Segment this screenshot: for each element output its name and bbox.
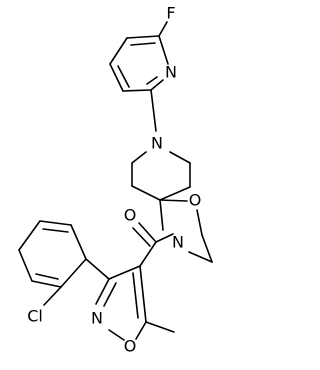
carbonyl-oxygen-label: O (124, 206, 137, 225)
bond (109, 37, 128, 65)
bond-c-cl (43, 286, 62, 306)
bond-double-inner (42, 228, 69, 233)
piperidine-nitrogen-label: N (151, 134, 163, 153)
carbonyl-group (132, 222, 174, 267)
bond-double-inner (146, 76, 158, 85)
bond-n-c (158, 35, 169, 65)
bond (122, 89, 152, 92)
isoxazole-oxygen-label: O (124, 337, 137, 356)
molecule-structure: F N N O N O Cl N O (18, 3, 213, 356)
bond-c3-n-double (103, 282, 117, 307)
bond (126, 35, 160, 39)
isoxazole-ring (95, 265, 175, 341)
bond (131, 185, 161, 201)
isoxazole-nitrogen-label: N (91, 309, 103, 328)
bond-isoxazole-phenyl (85, 258, 110, 280)
bond (18, 249, 33, 282)
bond-pyridine-piperidine (150, 89, 157, 132)
bond (31, 280, 62, 288)
bond-carbonyl-isoxazole (139, 241, 157, 267)
bond-spiro-o (159, 199, 188, 202)
bond (60, 258, 87, 288)
oxazolidine-nitrogen-label: N (172, 233, 184, 252)
bond-double-inner (35, 273, 59, 280)
fluoropyridine-ring (109, 21, 169, 92)
bond (131, 151, 147, 164)
bond-methyl (145, 321, 175, 333)
bond (70, 224, 87, 260)
bond (18, 220, 41, 251)
bond-c-f (158, 21, 168, 37)
bond (109, 63, 124, 92)
bond-double-inner (130, 42, 156, 46)
bond-double-inner (117, 65, 130, 88)
bond-c-o-double (132, 227, 151, 247)
bond-n-spiro (159, 199, 164, 231)
bond-c4-c3 (108, 265, 141, 280)
bond-c5-c4 (139, 265, 147, 323)
chlorophenyl-ring (18, 220, 87, 306)
bond-c-o (138, 222, 157, 243)
bond (188, 251, 213, 263)
bond-c-n (150, 79, 164, 91)
bond-n-o (108, 329, 125, 341)
bond (201, 234, 213, 263)
bond-n-carbonyl (155, 233, 174, 243)
bond-c5-c4-double (132, 272, 139, 319)
chlorine-label: Cl (27, 307, 43, 326)
bond (159, 186, 191, 201)
bond-o-c5 (135, 321, 147, 340)
ring-oxygen-label: O (189, 191, 202, 210)
bond (169, 151, 191, 164)
pyridine-nitrogen-label: N (165, 63, 177, 82)
oxazolidine-ring (159, 199, 213, 263)
bond (39, 220, 72, 226)
bond-c3-n (95, 278, 110, 305)
fluorine-label: F (166, 4, 175, 23)
bond-o-ch2 (196, 209, 203, 236)
piperidine-ring (131, 151, 191, 201)
